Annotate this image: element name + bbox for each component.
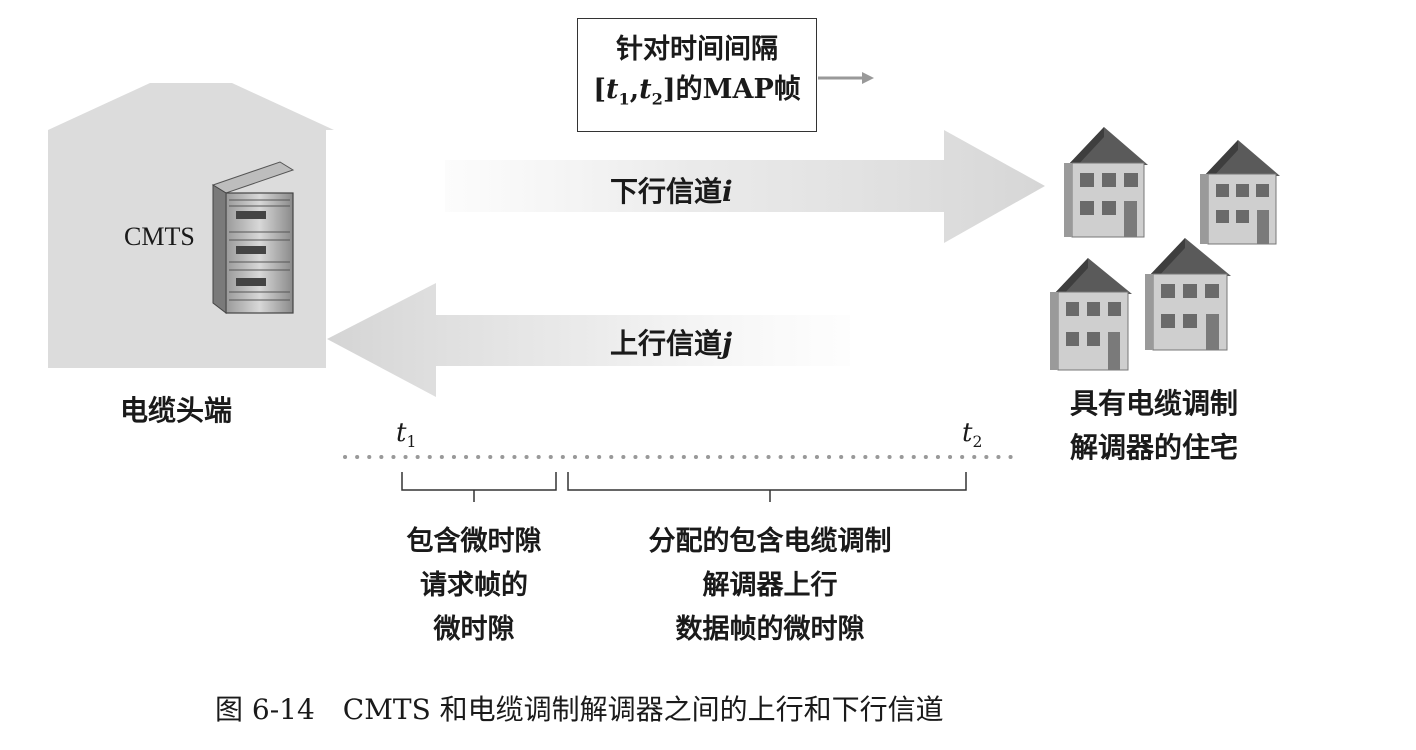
map-frame-line1: 针对时间间隔 <box>616 34 778 66</box>
timeline-t2: t2 <box>962 418 982 451</box>
map-t1-sub: 1 <box>618 89 630 109</box>
brace-left-label: 包含微时隙 请求帧的 微时隙 <box>384 520 564 652</box>
downstream-arrow <box>445 130 1045 243</box>
brace-left-line1: 包含微时隙 <box>406 526 542 557</box>
homes-label-line1: 具有电缆调制 <box>1070 387 1239 420</box>
upstream-label-text: 上行信道 <box>610 327 723 360</box>
homes-label: 具有电缆调制 解调器的住宅 <box>1070 382 1238 470</box>
homes-label-line2: 解调器的住宅 <box>1070 431 1239 464</box>
house-2 <box>1200 140 1280 245</box>
downstream-label: 下行信道i <box>610 170 733 210</box>
map-t1-letter: t <box>605 74 619 106</box>
timeline-t1-letter: t <box>396 418 407 448</box>
downstream-label-text: 下行信道 <box>610 175 723 208</box>
map-frame-box: 针对时间间隔 [t1,t2]的MAP帧 <box>577 18 817 132</box>
downstream-var: i <box>722 175 733 208</box>
house-3 <box>1050 258 1132 371</box>
map-frame-arrow <box>818 72 874 84</box>
timeline-t1-sub: 1 <box>406 433 417 452</box>
brace-right-label: 分配的包含电缆调制 解调器上行 数据帧的微时隙 <box>620 520 920 652</box>
upstream-label: 上行信道j <box>610 322 732 362</box>
brace-right-line3: 数据帧的微时隙 <box>675 614 865 645</box>
timeline-t2-letter: t <box>962 418 973 448</box>
brace-left <box>401 472 557 502</box>
map-frame-line2: [t1,t2]的MAP帧 <box>593 74 801 109</box>
cmts-rack-icon <box>211 161 295 315</box>
brace-right <box>567 472 967 502</box>
brace-right-line1: 分配的包含电缆调制 <box>648 526 892 557</box>
headend-label: 电缆头端 <box>120 394 233 427</box>
brace-right-line2: 解调器上行 <box>702 570 838 601</box>
map-frame-suffix: 的MAP帧 <box>675 74 801 106</box>
cmts-label: CMTS <box>124 222 195 251</box>
brace-left-line2: 请求帧的 <box>420 570 528 601</box>
timeline-t1: t1 <box>396 418 416 451</box>
brace-left-line3: 微时隙 <box>433 614 515 645</box>
map-t2-letter: t <box>639 74 652 106</box>
figure-caption: 图 6-14 CMTS 和电缆调制解调器之间的上行和下行信道 <box>215 693 944 726</box>
house-1 <box>1064 127 1148 238</box>
timeline-t2-sub: 2 <box>972 433 983 452</box>
house-4 <box>1145 238 1231 351</box>
upstream-var: j <box>722 327 733 360</box>
map-t2-sub: 2 <box>651 89 663 109</box>
upstream-arrow <box>327 283 850 397</box>
